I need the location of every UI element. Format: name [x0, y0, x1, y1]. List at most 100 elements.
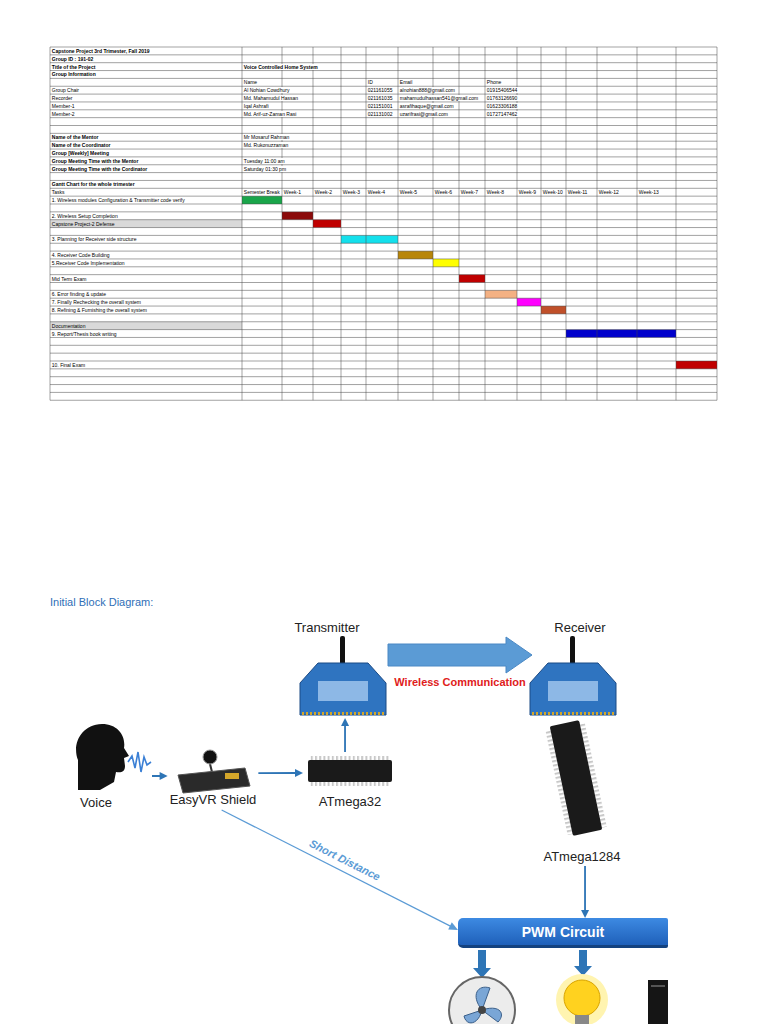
- table-cell: Group ID : 191-02: [51, 56, 94, 62]
- connector-label: Short Distance: [306, 836, 384, 884]
- grid-line: [50, 384, 717, 385]
- table-cell: asrafihaque@gmail.com: [399, 103, 455, 109]
- xbee-module: [530, 636, 616, 715]
- connector: [341, 718, 349, 752]
- table-cell: 2. Wireless Setup Completion: [51, 213, 119, 219]
- table-cell: Tuesday 11:00 am: [243, 158, 286, 164]
- table-cell: 01915406544: [486, 87, 519, 93]
- connector: [222, 810, 458, 930]
- connector: [258, 769, 303, 777]
- table-cell: Member-1: [51, 103, 76, 109]
- grid-line: [50, 321, 717, 322]
- xbee-board: [530, 663, 616, 715]
- grid-line: [50, 78, 717, 79]
- arrow-head: [581, 910, 589, 918]
- microphone: [203, 750, 217, 764]
- output-arrow: [574, 950, 592, 976]
- table-cell: Group Meeting Time with the Cordinator: [51, 166, 148, 172]
- antenna: [340, 636, 345, 666]
- atmega32-chip: ATmega32: [303, 752, 393, 810]
- grid-line: [50, 62, 717, 63]
- gantt-bar: [242, 196, 282, 204]
- chip-pins: [310, 756, 390, 760]
- table-cell: Week-11: [567, 189, 589, 195]
- table-cell: Group Information: [51, 71, 97, 77]
- table-cell: mahamudulhassan541@gmail.com: [399, 95, 479, 101]
- table-cell: 4. Receiver Code Building: [51, 252, 111, 258]
- gantt-bar: [676, 361, 717, 369]
- grid-line: [313, 47, 314, 400]
- gantt-bar: [541, 306, 566, 314]
- grid-line: [50, 125, 717, 126]
- connector-line: [258, 772, 296, 774]
- table-cell: Capstone Project 3rd Trimester, Fall 201…: [51, 48, 151, 54]
- dip-chip: [550, 720, 603, 836]
- xbee-module: [300, 636, 386, 715]
- grid-line: [50, 141, 717, 142]
- connector-label: Wireless Communication: [392, 676, 527, 688]
- bulb-glass: [564, 980, 600, 1016]
- grid-line: [597, 47, 598, 400]
- table-cell: 3. Planning for Receiver side structure: [51, 236, 138, 242]
- fan-icon: [449, 977, 515, 1024]
- easyvr-shield: EasyVR Shield: [168, 735, 259, 810]
- grid-line: [50, 164, 717, 165]
- connector-line: [152, 775, 161, 777]
- table-cell: Phone: [486, 79, 502, 85]
- table-cell: ID: [367, 79, 374, 85]
- table-cell: 021161055: [367, 87, 394, 93]
- xbee-pins: [302, 712, 384, 715]
- table-cell: Week-6: [434, 189, 453, 195]
- gantt-bar: [282, 212, 313, 220]
- grid-line: [541, 47, 542, 400]
- grid-line: [50, 172, 717, 173]
- grid-line: [50, 376, 717, 377]
- pwm-circuit-box: PWM Circuit: [458, 918, 668, 948]
- grid-line: [50, 345, 717, 346]
- table-cell: Week-5: [399, 189, 418, 195]
- sound-wave: [128, 752, 151, 772]
- table-cell: Md. Rukonuzzaman: [243, 142, 289, 148]
- grid-line: [50, 235, 717, 236]
- table-cell: 9. Report/Thesis book writing: [51, 331, 118, 337]
- gantt-bar: [433, 259, 459, 267]
- node-label: Voice: [80, 795, 112, 810]
- table-cell: Week-12: [598, 189, 620, 195]
- table-cell: Iqal Ashrafi: [243, 103, 270, 109]
- table-cell: Al Nohian Cowdhury: [243, 87, 291, 93]
- grid-line: [50, 251, 717, 252]
- arrow-head: [448, 922, 458, 930]
- connector: [388, 637, 532, 673]
- xbee-label-area: [318, 681, 368, 701]
- table-cell: Week-8: [486, 189, 505, 195]
- voice-source: Voice: [66, 722, 152, 812]
- grid-line: [50, 282, 717, 283]
- table-cell: Mr Mosaruf Rahman: [243, 134, 291, 140]
- grid-line: [50, 133, 717, 134]
- receiver-module: Receiver: [532, 618, 632, 718]
- gantt-bar: [459, 275, 485, 283]
- grid-line: [50, 274, 717, 275]
- gantt-bar: [485, 290, 517, 298]
- table-cell: 021151001: [367, 103, 394, 109]
- table-cell: Week-10: [542, 189, 564, 195]
- antenna: [570, 636, 575, 666]
- grid-line: [717, 47, 718, 400]
- atmega1284-chip: ATmega1284: [530, 718, 635, 866]
- node-label: EasyVR Shield: [170, 792, 257, 807]
- gantt-bar: [50, 322, 242, 330]
- table-cell: 5.Receiver Code Implementation: [51, 260, 126, 266]
- table-cell: 8. Refining & Furnishing the overall sys…: [51, 307, 148, 313]
- grid-line: [676, 47, 677, 400]
- gantt-bar: [398, 251, 433, 259]
- gantt-bar: [313, 220, 341, 228]
- table-cell: Group Chair: [51, 87, 80, 93]
- grid-line: [50, 149, 717, 150]
- table-cell: Group [Weekly] Meeting: [51, 150, 110, 156]
- grid-line: [341, 47, 342, 400]
- grid-line: [50, 156, 717, 157]
- arrow-head: [295, 769, 303, 777]
- pc-bay: [651, 985, 665, 987]
